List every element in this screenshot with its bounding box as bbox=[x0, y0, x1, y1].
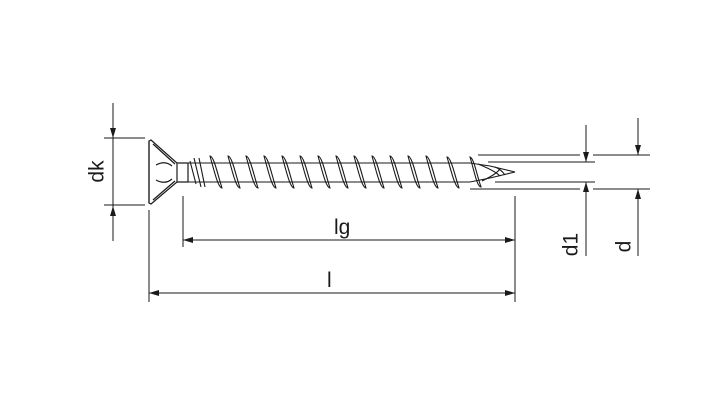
screw-tip bbox=[469, 162, 516, 183]
extension-lines bbox=[148, 154, 650, 302]
dk-dimension bbox=[104, 103, 145, 241]
label-lg: lg bbox=[334, 216, 351, 239]
label-d1: d1 bbox=[559, 232, 583, 257]
screw-head bbox=[148, 139, 189, 205]
screw-shank bbox=[188, 162, 470, 183]
screw-thread bbox=[189, 155, 482, 189]
label-dk: dk bbox=[85, 160, 109, 183]
label-d: d bbox=[612, 240, 636, 253]
label-l: l bbox=[327, 269, 332, 292]
